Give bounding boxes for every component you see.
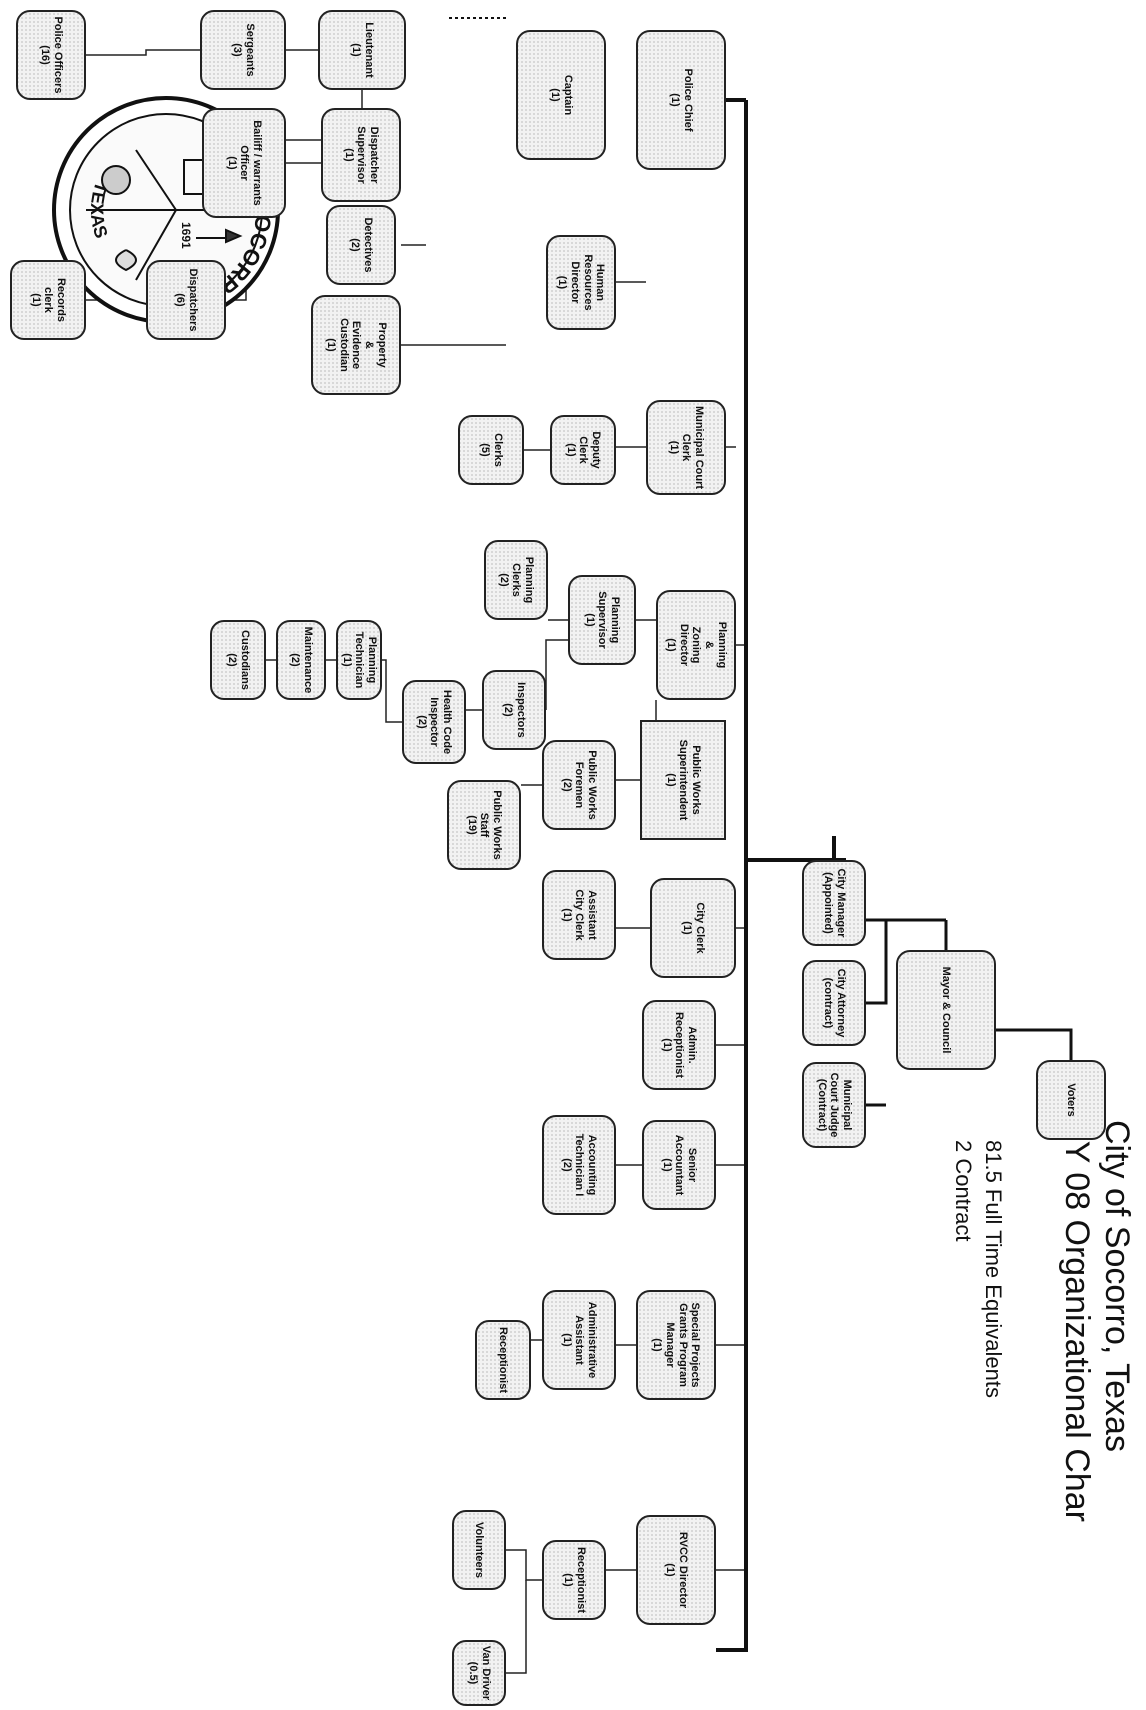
seal-year: 1691 bbox=[179, 222, 193, 249]
node-senior-accountant[interactable]: Senior Accountant (1) bbox=[642, 1120, 716, 1210]
node-grants-manager[interactable]: Special Projects Grants Program Manager … bbox=[636, 1290, 716, 1400]
node-receptionist[interactable]: Receptionist bbox=[475, 1320, 531, 1400]
node-sergeants[interactable]: Sergeants (3) bbox=[200, 10, 286, 90]
node-van-driver[interactable]: Van Driver (0.5) bbox=[452, 1640, 506, 1706]
node-records-clerk[interactable]: Records clerk (1) bbox=[10, 260, 86, 340]
node-pw-staff[interactable]: Public Works Staff (19) bbox=[447, 780, 521, 870]
node-admin-assistant[interactable]: Administrative Assistant (1) bbox=[542, 1290, 616, 1390]
fte-summary: 81.5 Full Time Equivalents bbox=[981, 1140, 1006, 1399]
node-rvcc-receptionist[interactable]: Receptionist (1) bbox=[542, 1540, 606, 1620]
main-spine bbox=[716, 98, 846, 1652]
node-health-inspector[interactable]: Health Code Inspector (2) bbox=[402, 680, 466, 764]
node-assistant-city-clerk[interactable]: Assistant City Clerk (1) bbox=[542, 870, 616, 960]
connector-17 bbox=[382, 659, 402, 723]
node-planning-supervisor[interactable]: Planning Supervisor (1) bbox=[568, 575, 636, 665]
node-lieutenant[interactable]: Lieutenant (1) bbox=[318, 10, 406, 90]
node-inspectors[interactable]: Inspectors (2) bbox=[482, 670, 546, 750]
node-court-clerk[interactable]: Municipal Court Clerk (1) bbox=[646, 400, 726, 495]
node-custodians[interactable]: Custodians (2) bbox=[210, 620, 266, 700]
node-pz-director[interactable]: Planning & Zoning Director (1) bbox=[656, 590, 736, 700]
node-pw-superintendent[interactable]: Public Works Superintendent (1) bbox=[640, 720, 726, 840]
node-maintenance[interactable]: Maintenance (2) bbox=[276, 620, 326, 700]
node-police-officers[interactable]: Police Officers (16) bbox=[16, 10, 86, 100]
node-detectives[interactable]: Detectives (2) bbox=[326, 205, 396, 285]
node-deputy-clerk[interactable]: Deputy Clerk (1) bbox=[550, 415, 616, 485]
node-accounting-technician[interactable]: Accounting Technician I (2) bbox=[542, 1115, 616, 1215]
contract-summary: 2 Contract bbox=[951, 1140, 976, 1242]
connector-15 bbox=[545, 639, 568, 710]
connector-4 bbox=[86, 49, 200, 56]
node-rvcc-director[interactable]: RVCC Director (1) bbox=[636, 1515, 716, 1625]
node-planning-technician[interactable]: Planning Technician (1) bbox=[336, 620, 382, 700]
node-city-manager[interactable]: City Manager (Appointed) bbox=[802, 860, 866, 946]
node-volunteers[interactable]: Volunteers bbox=[452, 1510, 506, 1590]
node-city-clerk[interactable]: City Clerk (1) bbox=[650, 878, 736, 978]
node-city-attorney[interactable]: City Attorney (contract) bbox=[802, 960, 866, 1046]
node-municipal-court-judge[interactable]: Municipal Court Judge (Contract) bbox=[802, 1062, 866, 1148]
node-clerks[interactable]: Clerks (5) bbox=[458, 415, 524, 485]
node-bailiff[interactable]: Bailiff / warrants Officer (1) bbox=[202, 108, 286, 218]
node-dispatcher-supervisor[interactable]: Dispatcher Supervisor (1) bbox=[321, 108, 401, 202]
connector-28 bbox=[506, 1549, 542, 1581]
node-mayor-council[interactable]: Mayor & Council bbox=[896, 950, 996, 1070]
node-pw-foremen[interactable]: Public Works Foremen (2) bbox=[542, 740, 616, 830]
node-admin-receptionist[interactable]: Admin. Receptionist (1) bbox=[642, 1000, 716, 1090]
chart-title-line1: City of Socorro, Texas bbox=[1098, 1120, 1136, 1452]
node-planning-clerks[interactable]: Planning Clerks (2) bbox=[484, 540, 548, 620]
dotted-connectors bbox=[446, 17, 726, 646]
node-property-custodian[interactable]: Property & Evidence Custodian (1) bbox=[311, 295, 401, 395]
connector-29 bbox=[506, 1580, 527, 1674]
node-captain[interactable]: Captain (1) bbox=[516, 30, 606, 160]
node-police-chief[interactable]: Police Chief (1) bbox=[636, 30, 726, 170]
chart-title-line2: FY 08 Organizational Char bbox=[1058, 1120, 1096, 1522]
node-dispatchers[interactable]: Dispatchers (6) bbox=[146, 260, 226, 340]
node-hr-director[interactable]: Human Resources Director (1) bbox=[546, 235, 616, 330]
node-voters[interactable]: Voters bbox=[1036, 1060, 1106, 1140]
